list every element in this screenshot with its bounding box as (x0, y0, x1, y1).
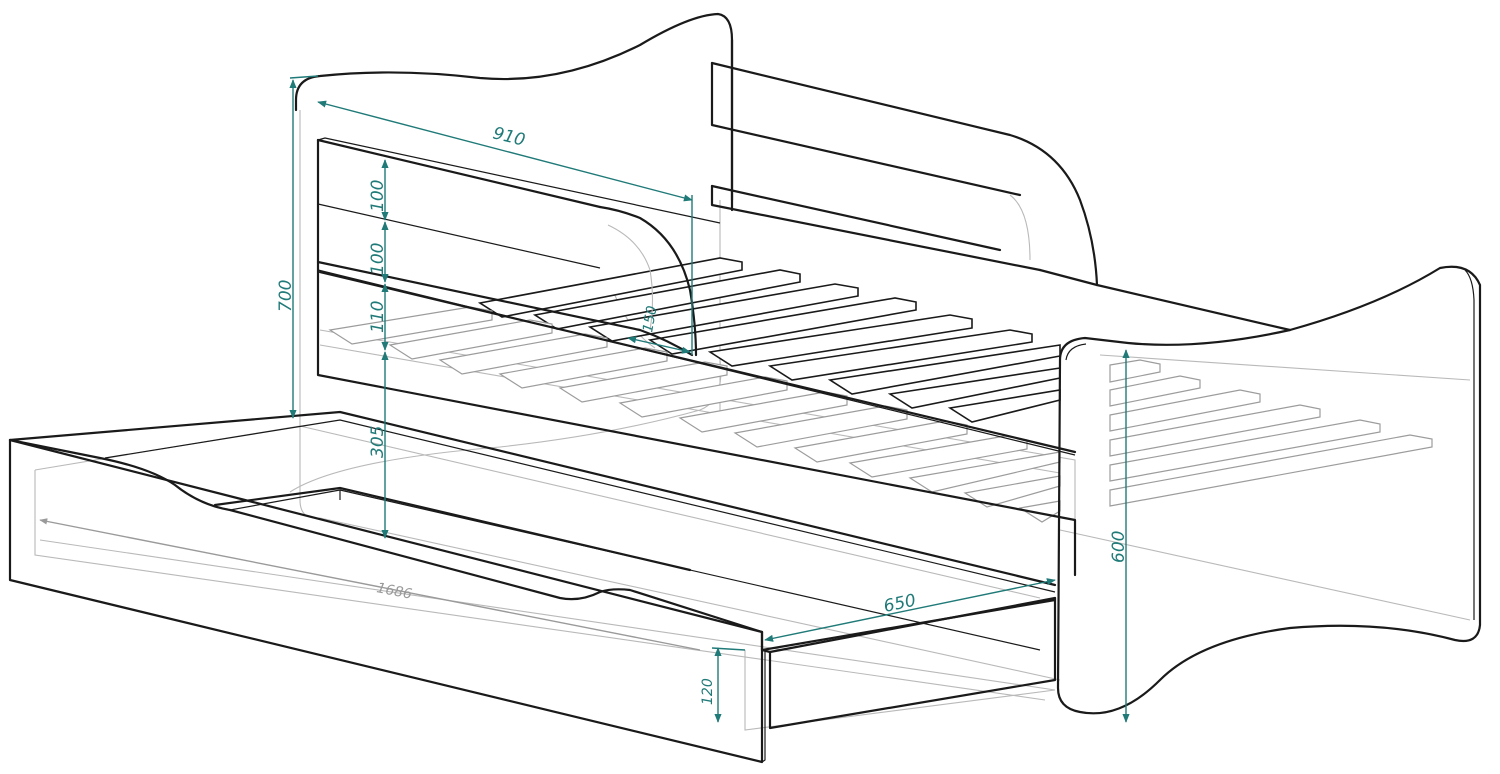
dim-label-120: 120 (700, 678, 716, 705)
dim-label-305: 305 (368, 426, 388, 458)
dim-label-100-b: 100 (368, 243, 388, 275)
slat (707, 314, 973, 367)
dim-line-650 (764, 578, 1056, 642)
footboard (1056, 265, 1482, 715)
slat (1109, 434, 1433, 507)
dim-label-700: 700 (276, 280, 296, 312)
dim-label-650: 650 (882, 591, 918, 617)
slat (1109, 359, 1161, 383)
slat (1109, 404, 1321, 457)
slat (793, 420, 968, 463)
slat (848, 435, 1028, 478)
slat (618, 376, 788, 418)
dim-line-150 (627, 336, 691, 354)
dim-label-600: 600 (1109, 531, 1129, 563)
slat (678, 391, 848, 433)
dim-label-910: 910 (491, 123, 527, 150)
dim-line-910 (317, 100, 693, 202)
dim-label-100-a: 100 (368, 180, 388, 212)
slat (328, 306, 493, 345)
slat (1109, 375, 1201, 407)
dim-line-1686 (39, 518, 701, 651)
bed-slats (328, 257, 1433, 523)
slat (587, 283, 859, 342)
slat (438, 333, 608, 375)
dim-label-150: 150 (640, 305, 660, 334)
slat (1109, 419, 1381, 482)
dimension-lines: 700 910 100 100 110 305 150 600 650 120 … (39, 75, 1130, 723)
dim-label-1686: 1686 (375, 580, 413, 603)
slat (498, 347, 668, 389)
dim-label-110: 110 (368, 301, 388, 333)
slat (388, 319, 553, 360)
back-panel (294, 12, 1292, 332)
slat (1109, 389, 1261, 432)
slat (767, 329, 1033, 381)
